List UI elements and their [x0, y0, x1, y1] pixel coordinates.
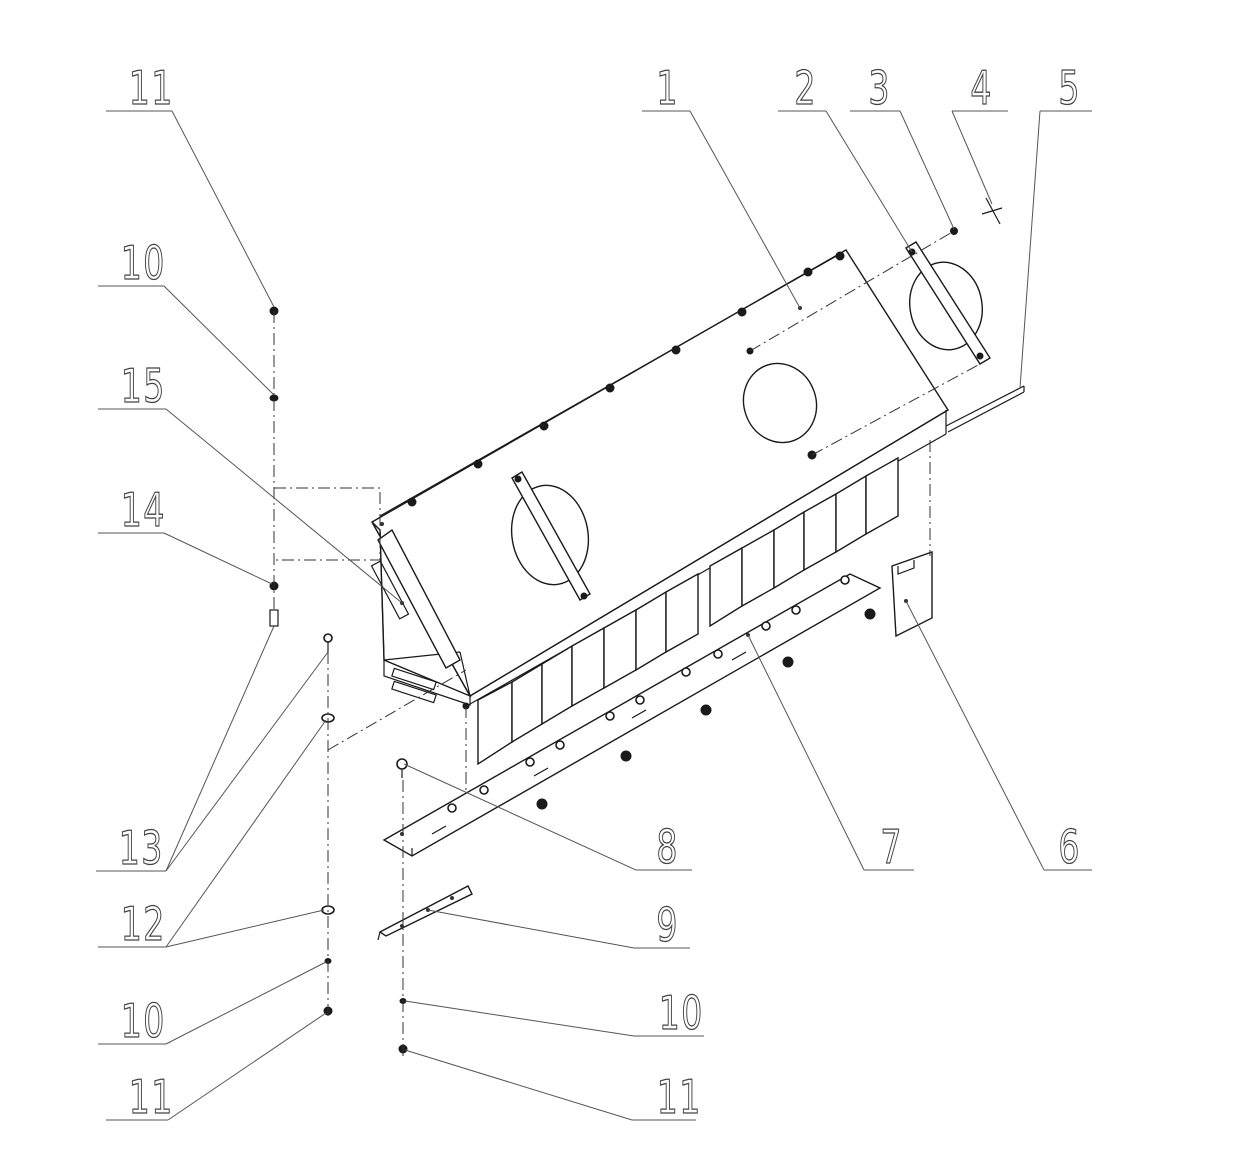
round-port-center	[742, 362, 818, 444]
louver-panels	[477, 456, 899, 766]
top-bolts	[407, 251, 845, 710]
callout-11-top: 11	[129, 63, 174, 116]
callout-8: 8	[656, 822, 679, 875]
callout-14: 14	[121, 485, 166, 538]
callout-2: 2	[794, 63, 817, 116]
callout-12: 12	[121, 899, 166, 952]
assembly-centerlines	[273, 230, 981, 1058]
end-plate-slotted	[370, 528, 461, 704]
callout-6: 6	[1058, 822, 1081, 875]
bolt-part4	[981, 197, 1003, 225]
mounting-plate-part7	[382, 573, 882, 857]
screw-part8	[396, 758, 408, 778]
rod-part5	[945, 385, 1025, 433]
round-port-left	[510, 471, 591, 601]
callout-7: 7	[880, 822, 903, 875]
bracket-part6	[891, 551, 933, 638]
callout-10-lower-right: 10	[659, 988, 704, 1041]
callout-9: 9	[656, 900, 679, 953]
callout-10-upper: 10	[121, 238, 166, 291]
callout-11-lower-right: 11	[657, 1072, 702, 1125]
callout-4: 4	[970, 63, 993, 116]
small-bracket-part9	[377, 885, 473, 941]
callout-11-lower-left: 11	[129, 1072, 174, 1125]
callout-5: 5	[1058, 63, 1081, 116]
callout-10-lower-left: 10	[121, 996, 166, 1049]
callout-leaders	[96, 110, 1092, 1121]
callout-3: 3	[868, 63, 891, 116]
callout-13: 13	[119, 823, 164, 876]
left-fastener-stack	[269, 306, 408, 1054]
callout-15: 15	[121, 361, 166, 414]
callout-1: 1	[656, 63, 679, 116]
